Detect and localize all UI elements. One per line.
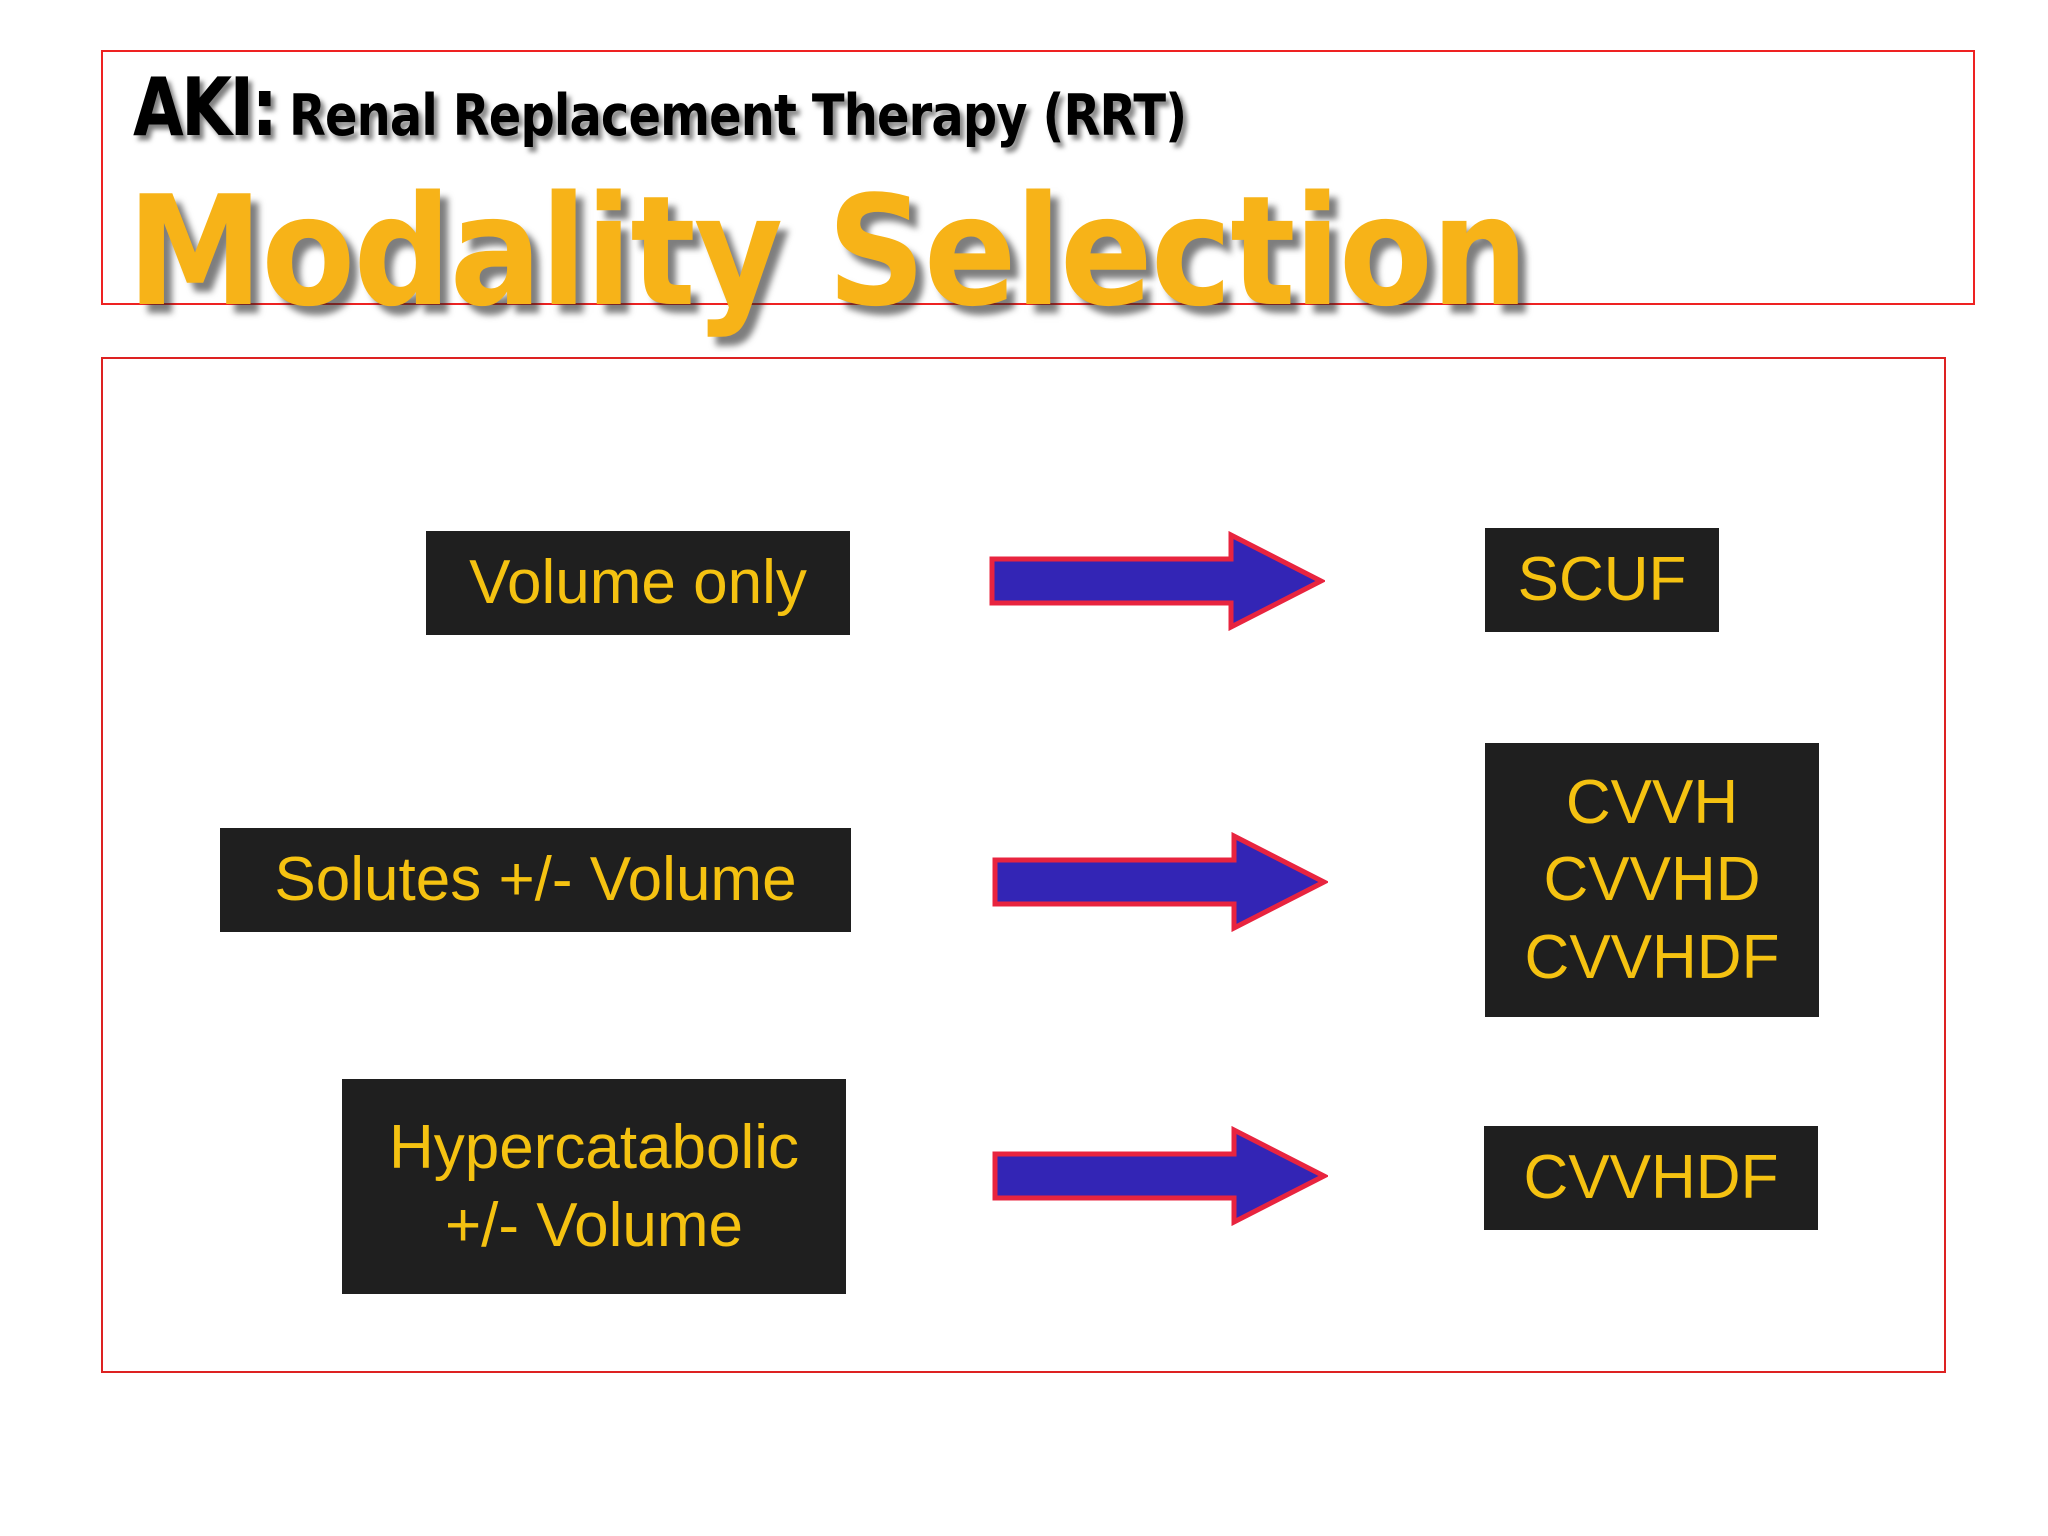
- rrt-subject-label: Renal Replacement Therapy (RRT): [288, 83, 1187, 149]
- aki-eyebrow-label: AKI:: [133, 61, 278, 154]
- modality-line: CVVHDF: [1523, 1143, 1779, 1213]
- title-frame: AKI: Renal Replacement Therapy (RRT) Mod…: [101, 50, 1975, 329]
- modality-box-cvvhdf: CVVHDF: [1484, 1126, 1818, 1230]
- modality-box-scuf: SCUF: [1485, 528, 1719, 632]
- header-line: AKI: Renal Replacement Therapy (RRT): [133, 68, 1357, 148]
- modality-box-cvvh-group: CVVH CVVHD CVVHDF: [1485, 743, 1819, 1017]
- modality-line: CVVHDF: [1524, 922, 1780, 992]
- right-arrow-icon: [989, 531, 1325, 631]
- indication-box-volume-only: Volume only: [426, 531, 850, 635]
- content-frame: Volume only SCUF Solutes +/- Volume CVVH…: [101, 357, 1946, 1373]
- indication-line: Solutes +/- Volume: [274, 845, 797, 915]
- indication-box-solutes-volume: Solutes +/- Volume: [220, 828, 851, 932]
- indication-line: +/- Volume: [444, 1190, 744, 1260]
- right-arrow-icon: [992, 1126, 1328, 1226]
- indication-box-hypercatabolic: Hypercatabolic +/- Volume: [342, 1079, 846, 1294]
- indication-line: Volume only: [469, 548, 807, 618]
- modality-line: CVVHD: [1543, 845, 1761, 915]
- page-title: Modality Selection: [127, 163, 1528, 340]
- right-arrow-icon: [992, 832, 1328, 932]
- modality-line: CVVH: [1565, 767, 1739, 837]
- indication-line: Hypercatabolic: [388, 1113, 800, 1182]
- modality-line: SCUF: [1517, 545, 1687, 615]
